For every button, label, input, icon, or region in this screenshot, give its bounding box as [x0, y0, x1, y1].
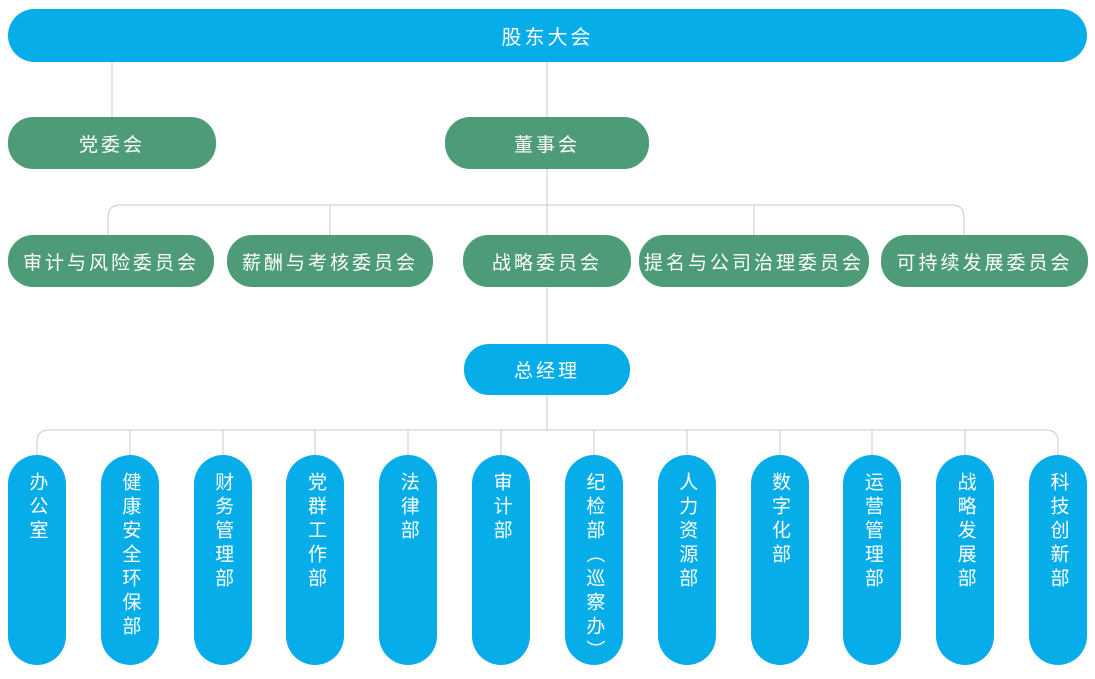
- node-dept-discipline-inspection: 纪检部（巡察办）: [564, 455, 623, 665]
- department-row: 办公室 健康安全环保部 财务管理部 党群工作部 法律部 审计部 纪检部（巡察办）…: [8, 455, 1087, 665]
- department-label: 人力资源部: [676, 472, 699, 592]
- node-dept-finance: 财务管理部: [193, 455, 252, 665]
- node-dept-operations-management: 运营管理部: [843, 455, 902, 665]
- department-label: 科技创新部: [1047, 472, 1070, 592]
- node-dept-legal: 法律部: [379, 455, 438, 665]
- node-committee-nomination-governance: 提名与公司治理委员会: [639, 235, 869, 287]
- node-committee-sustainable-development: 可持续发展委员会: [881, 235, 1088, 287]
- department-label: 纪检部（巡察办）: [583, 472, 606, 664]
- node-dept-strategic-development: 战略发展部: [936, 455, 995, 665]
- department-label: 办公室: [26, 472, 49, 544]
- department-rail: [36, 429, 1059, 462]
- node-party-committee: 党委会: [8, 117, 216, 169]
- department-label: 审计部: [490, 472, 513, 544]
- department-label: 财务管理部: [212, 472, 235, 592]
- node-dept-human-resources: 人力资源部: [657, 455, 716, 665]
- department-label: 运营管理部: [861, 472, 884, 592]
- node-committee-audit-risk: 审计与风险委员会: [8, 235, 214, 287]
- department-label: 健康安全环保部: [119, 472, 142, 640]
- node-general-manager: 总经理: [464, 344, 630, 395]
- node-dept-party-group-work: 党群工作部: [286, 455, 345, 665]
- department-label: 战略发展部: [954, 472, 977, 592]
- node-dept-office: 办公室: [8, 455, 66, 665]
- node-shareholders-meeting: 股东大会: [8, 9, 1087, 62]
- node-dept-audit: 审计部: [472, 455, 531, 665]
- node-dept-hse: 健康安全环保部: [100, 455, 159, 665]
- node-dept-digitalization: 数字化部: [750, 455, 809, 665]
- node-committee-compensation-appraisal: 薪酬与考核委员会: [227, 235, 433, 287]
- department-label: 数字化部: [769, 472, 791, 568]
- department-label: 法律部: [397, 472, 420, 544]
- node-board-of-directors: 董事会: [445, 117, 649, 169]
- node-committee-strategy: 战略委员会: [463, 235, 631, 287]
- committee-rail: [107, 204, 965, 236]
- department-label: 党群工作部: [304, 472, 327, 592]
- node-dept-sci-tech-innovation: 科技创新部: [1028, 455, 1087, 665]
